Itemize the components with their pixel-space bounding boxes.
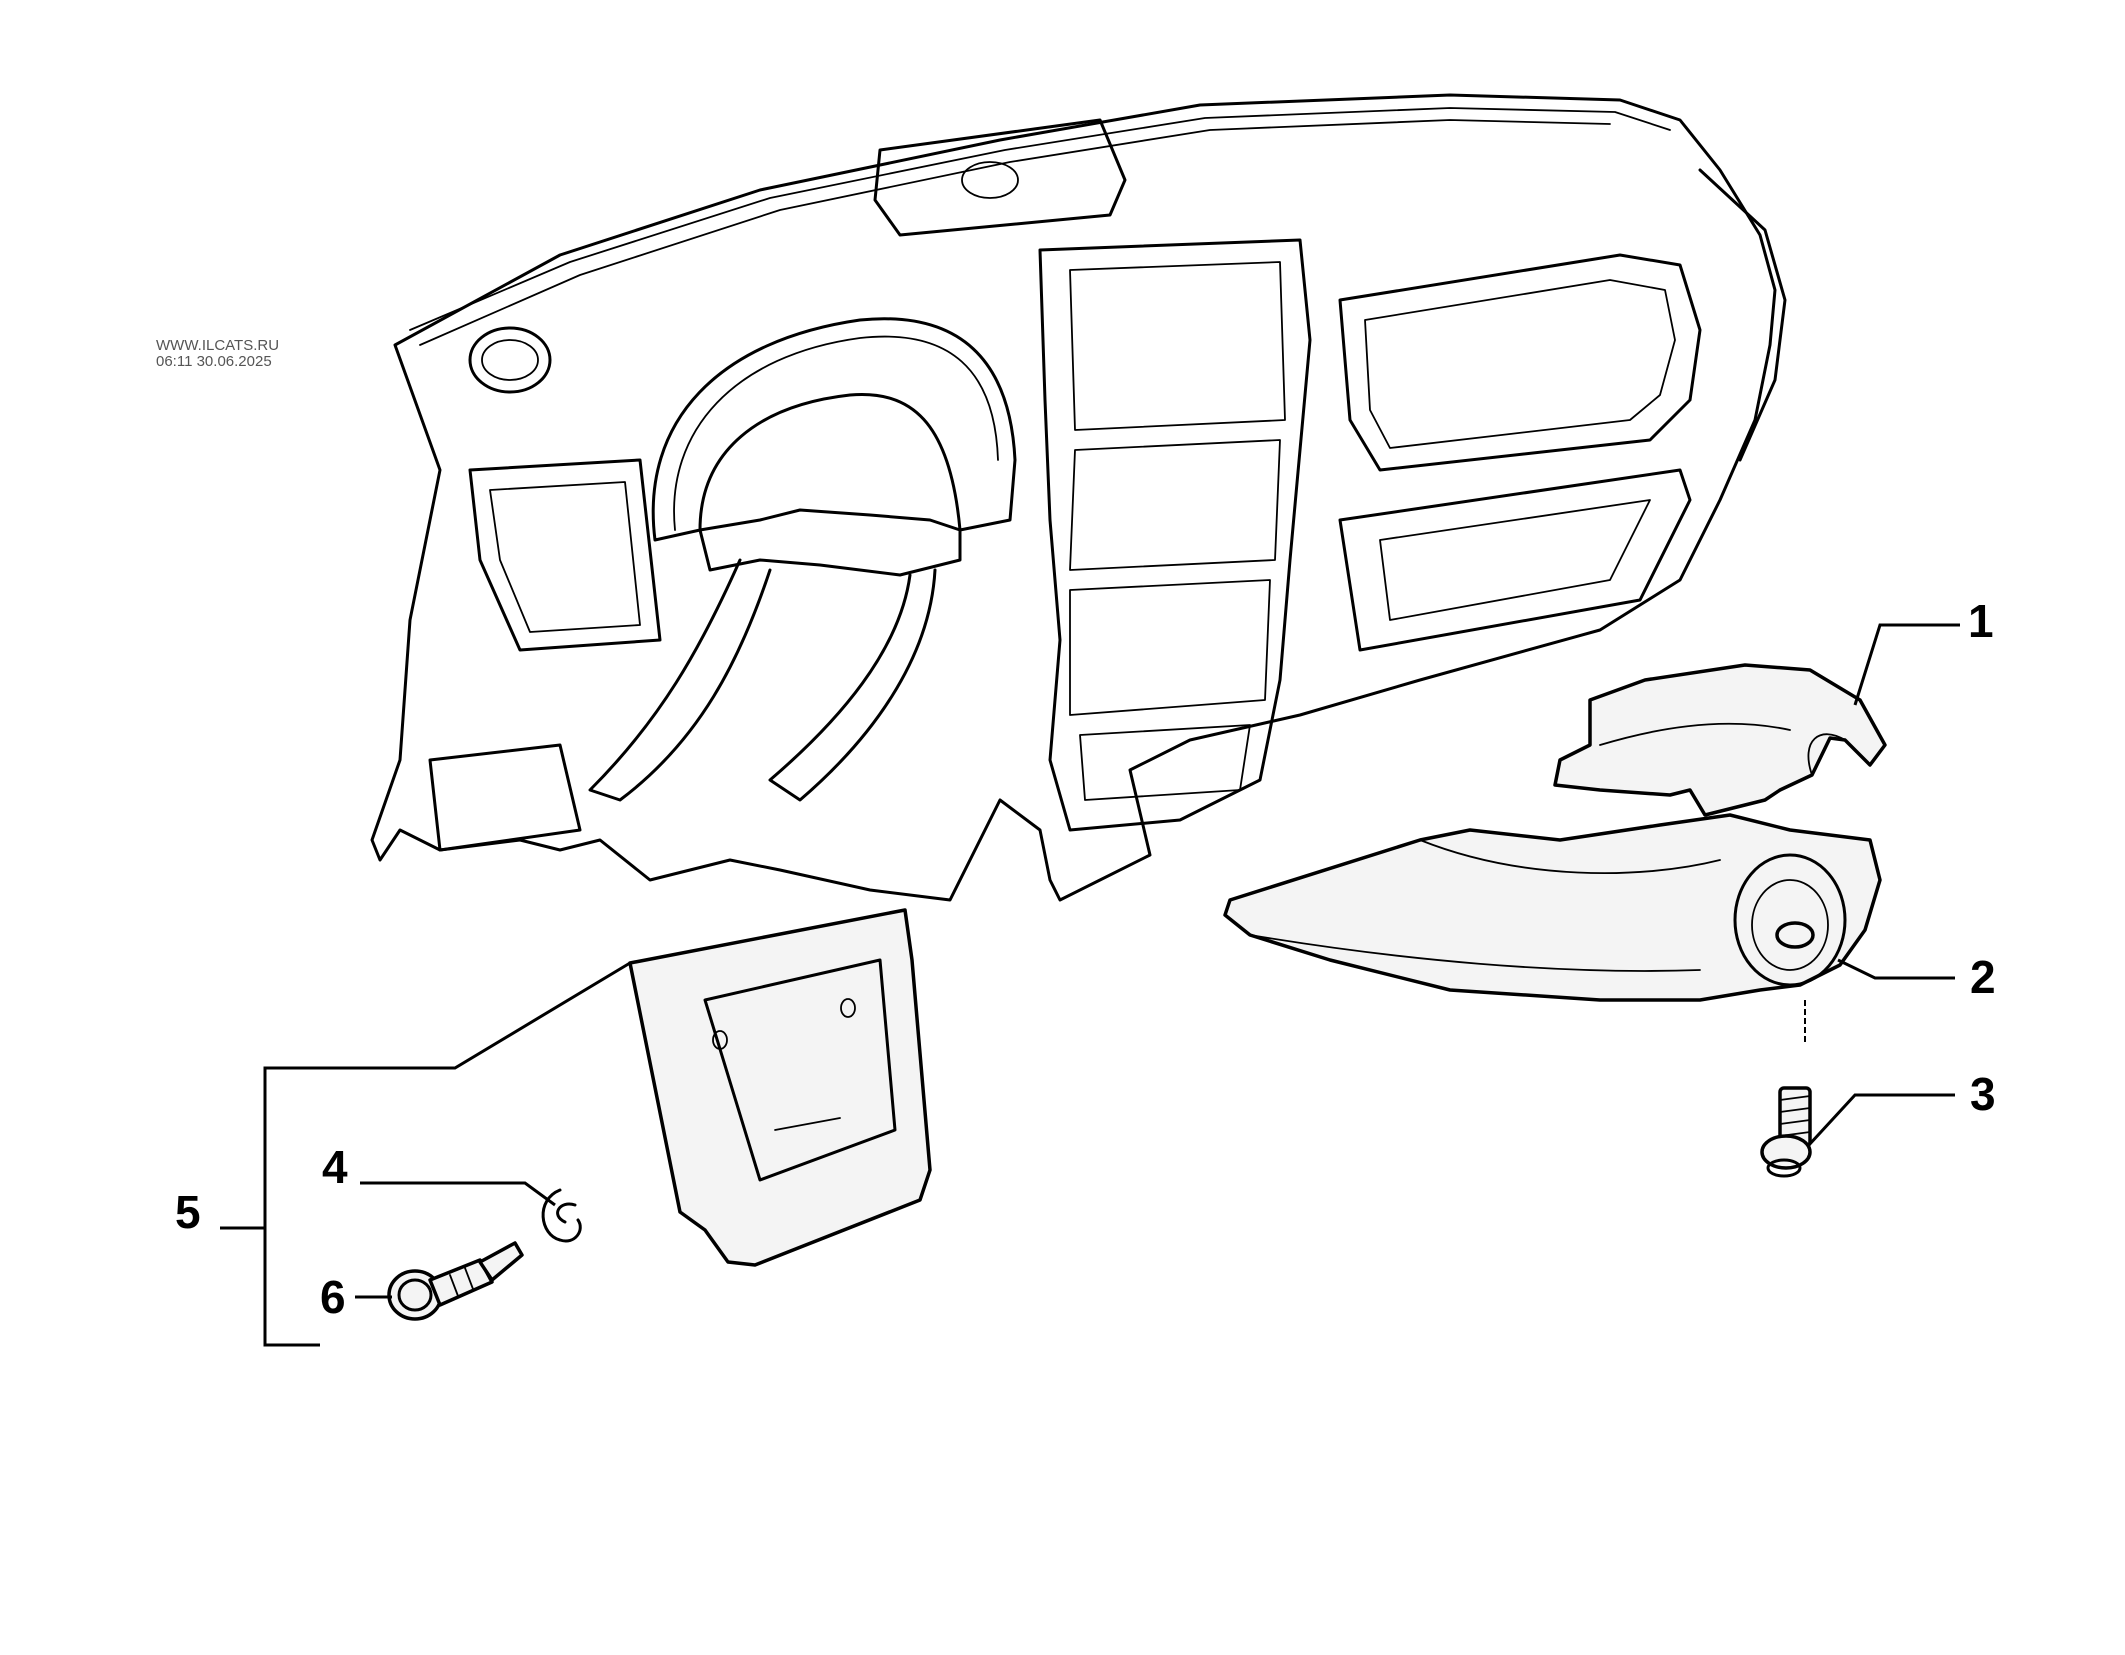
leader-lines (220, 623, 1960, 1347)
upper-column-shroud (1553, 663, 1887, 817)
callout-6: 6 (320, 1271, 346, 1323)
callout-5: 5 (175, 1186, 201, 1238)
callout-3: 3 (1970, 1068, 1996, 1120)
watermark: WWW.ILCATS.RU 06:11 30.06.2025 (156, 338, 279, 370)
knee-trim-panel (628, 908, 932, 1267)
shroud-screw (1760, 1000, 1812, 1178)
fastener-pin (387, 1241, 524, 1321)
dashboard-assembly (370, 93, 1787, 902)
lower-column-shroud (1223, 813, 1882, 1002)
callout-2: 2 (1970, 951, 1996, 1003)
callout-1: 1 (1968, 595, 1994, 647)
callout-4: 4 (322, 1141, 348, 1193)
watermark-site: WWW.ILCATS.RU (156, 337, 280, 354)
retaining-clip (541, 1188, 582, 1243)
watermark-timestamp: 06:11 30.06.2025 (156, 353, 272, 370)
callout-labels: 1 2 3 4 5 6 (175, 595, 1996, 1323)
